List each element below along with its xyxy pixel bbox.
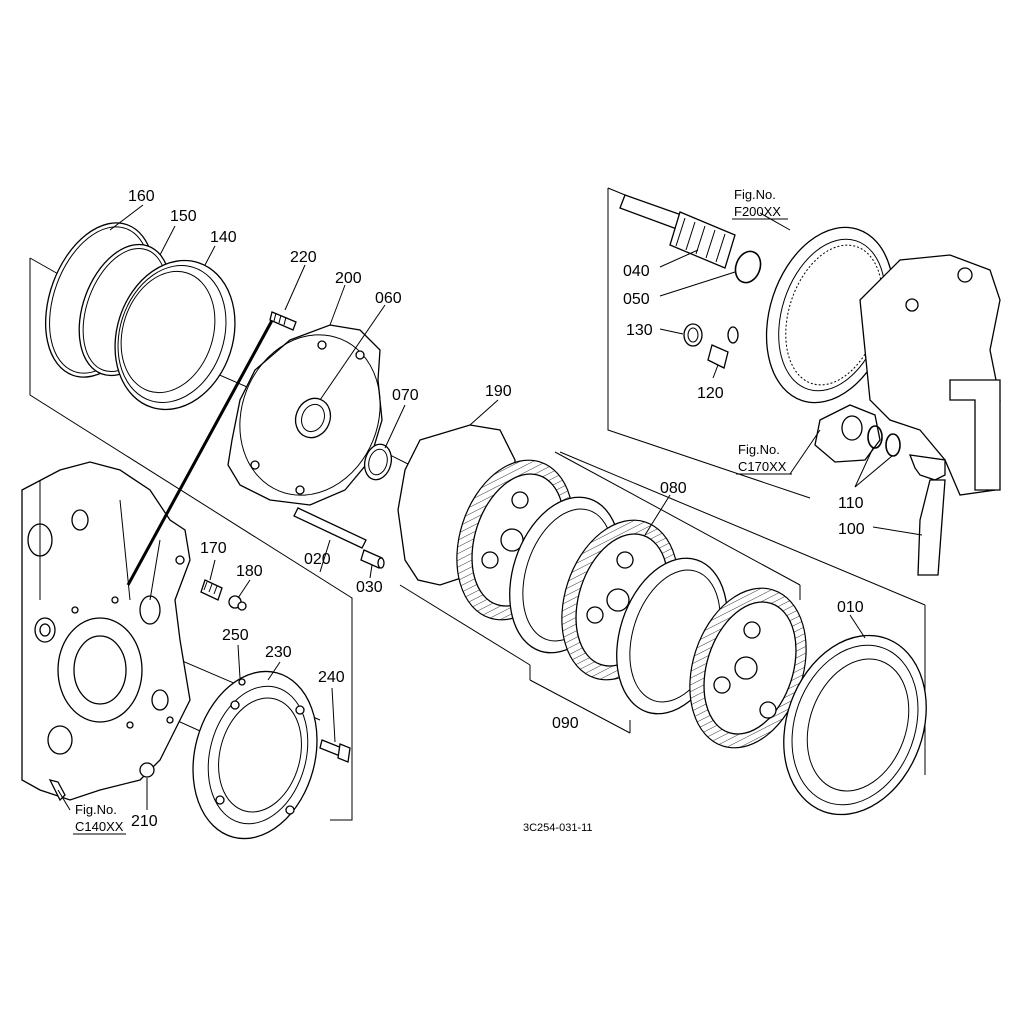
o-ring-070	[363, 443, 393, 481]
part-labels: 160 150 140 220 200 060 070 190 080 010 …	[128, 188, 865, 830]
collar-120	[707, 326, 739, 369]
fig-ref-c170-number: C170XX	[738, 459, 787, 474]
label-110: 110	[838, 495, 864, 512]
piston-010	[783, 634, 927, 816]
lever-100	[908, 454, 946, 576]
gear-case-housing	[21, 461, 191, 802]
label-020: 020	[304, 551, 331, 568]
leader-lines	[57, 204, 923, 811]
label-200: 200	[335, 270, 362, 287]
valve-170	[200, 579, 223, 601]
label-240: 240	[318, 669, 345, 686]
pin-220	[126, 311, 297, 586]
o-ring-050	[734, 250, 762, 284]
fig-ref-f200-number: F200XX	[734, 204, 781, 219]
pin-250	[238, 678, 246, 686]
label-100: 100	[838, 521, 865, 538]
label-030: 030	[356, 579, 383, 596]
label-010: 010	[837, 599, 864, 616]
label-150: 150	[170, 208, 197, 225]
label-160: 160	[128, 188, 155, 205]
cover-230	[192, 670, 318, 840]
fig-ref-c140-number: C140XX	[75, 819, 124, 834]
drawing-code: 3C254-031-11	[523, 822, 593, 834]
label-050: 050	[623, 291, 650, 308]
rod-020	[293, 507, 367, 549]
label-230: 230	[265, 644, 292, 661]
label-060: 060	[375, 290, 402, 307]
fig-ref-c140: Fig.No. C140XX	[73, 802, 126, 835]
label-070: 070	[392, 387, 419, 404]
axle-housing	[814, 254, 1001, 496]
label-040: 040	[623, 263, 650, 280]
label-190: 190	[485, 383, 512, 400]
fig-ref-c170-caption: Fig.No.	[738, 442, 780, 457]
label-140: 140	[210, 229, 237, 246]
label-210: 210	[131, 813, 158, 830]
label-220: 220	[290, 249, 317, 266]
shaft-040	[619, 194, 736, 269]
label-090: 090	[552, 715, 579, 732]
label-170: 170	[200, 540, 227, 557]
fig-ref-f200-caption: Fig.No.	[734, 187, 776, 202]
label-120: 120	[697, 385, 724, 402]
clip-130	[683, 323, 703, 347]
ball-210	[139, 762, 155, 778]
friction-disc-3	[689, 587, 807, 749]
seal-140	[114, 259, 236, 411]
label-080: 080	[660, 480, 687, 497]
bolt-240	[319, 739, 351, 763]
label-250: 250	[222, 627, 249, 644]
fig-ref-f200: Fig.No. F200XX	[732, 187, 788, 220]
fig-ref-c170: Fig.No. C170XX	[736, 442, 792, 475]
label-130: 130	[626, 322, 653, 339]
brake-cover-200	[227, 324, 383, 506]
sleeve-030	[360, 549, 385, 569]
fitting-180	[228, 595, 247, 611]
fig-ref-c140-caption: Fig.No.	[75, 802, 117, 817]
o-rings-110	[867, 425, 901, 457]
label-180: 180	[236, 563, 263, 580]
